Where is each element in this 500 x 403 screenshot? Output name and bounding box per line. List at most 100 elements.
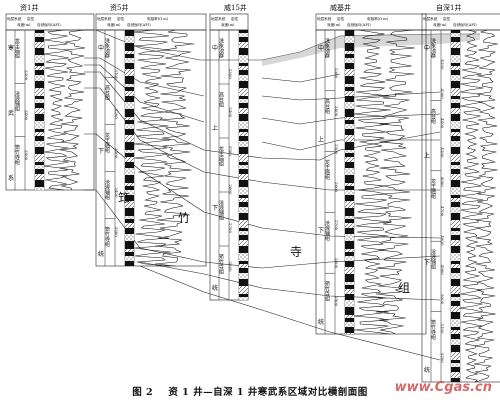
formation-label: 龙王庙组 (14, 37, 20, 58)
column-header: 岩性 (117, 16, 125, 21)
system-label: 中 (318, 44, 324, 52)
column-header: 自然伽马(API) (127, 22, 151, 27)
formation-label: 筇竹寺组 (104, 226, 110, 247)
system-label: 寒 (8, 44, 14, 52)
column-header: 深度(m) (221, 22, 235, 27)
top-gray-band (262, 34, 480, 66)
formation-label: 筇竹寺组 (218, 253, 224, 274)
resistivity-log-curve (473, 29, 498, 383)
depth-label: 3400 (114, 187, 119, 198)
formation-label: 洗象池群 (430, 37, 436, 59)
depth-label: 4200 (440, 59, 445, 70)
column-header: 岩性 (27, 16, 35, 21)
depth-label: 2600 (334, 182, 339, 193)
well-column: 威15井地层系统深度(m)岩性中上下统洗象池群高台组龙王庙组沧浪铺组筇竹寺组23… (209, 3, 249, 301)
formation-label: 筇竹寺组 (324, 281, 330, 302)
system-label: 上 (318, 135, 324, 143)
depth-label: 2900 (334, 296, 339, 307)
depth-label: 3300 (24, 70, 29, 81)
formation-label: 洗象池群 (324, 37, 330, 59)
column-header: 自然伽马(API) (37, 22, 61, 27)
caption-figure-number: 图 2 (132, 387, 154, 398)
well-column: 自深1井地层系统深度(m)岩性自然伽马(API)中上下统洗象池群高台组龙王庙组沧… (421, 3, 500, 383)
system-label: 下 (212, 205, 218, 212)
gamma-log-curve (353, 29, 391, 335)
depth-label: 2800 (228, 261, 233, 272)
formation-label: 高台组 (104, 85, 110, 101)
well-name: 资1井 (20, 3, 38, 12)
system-label: 统 (212, 284, 218, 292)
depth-label: 2300 (334, 68, 339, 79)
depth-label: 5100 (440, 323, 445, 334)
column-header: 电阻率(Ω·m) (367, 16, 389, 21)
formation-label: 高台组 (324, 98, 330, 114)
column-header: 岩性 (231, 16, 239, 21)
cross-label-4: 组 (398, 281, 410, 295)
formation-label: 筇竹寺组 (430, 319, 436, 340)
depth-label: 3400 (24, 110, 29, 121)
cross-label-3: 寺 (290, 245, 302, 259)
column-header: 地层系统 (211, 16, 226, 21)
formation-label: 筇竹寺组 (14, 144, 20, 165)
resistivity-log-curve (375, 29, 415, 335)
formation-label: 洗象池群 (218, 37, 224, 59)
well-column: 威基井地层系统深度(m)岩性自然伽马(API)电阻率(Ω·m)中上下统洗象池群高… (315, 3, 427, 335)
system-label: 统 (318, 318, 324, 326)
depth-label: 2500 (334, 144, 339, 155)
depth-label: 4400 (440, 118, 445, 129)
formation-label: 龙王庙组 (104, 132, 110, 153)
cross-label-2: 竹 (178, 211, 190, 225)
column-header: 电阻率(Ω·m) (147, 16, 169, 21)
depth-label: 5200 (440, 353, 445, 364)
depth-label: 4300 (440, 89, 445, 100)
column-header: 岩性 (337, 16, 345, 21)
depth-label: 3500 (114, 227, 119, 238)
gamma-log-curve (133, 29, 171, 267)
system-label: 下 (318, 228, 324, 235)
depth-label: 4700 (440, 206, 445, 217)
system-label: 武 (8, 109, 14, 117)
depth-label: 2700 (228, 223, 233, 234)
depth-label: 3200 (114, 109, 119, 120)
column-header: 岩性 (443, 16, 451, 21)
depth-label: 4800 (440, 235, 445, 246)
system-label: 中 (98, 44, 104, 52)
system-label: 中 (424, 44, 430, 52)
watermark: www.Cgas.cn (394, 380, 492, 395)
resistivity-log-curve (154, 29, 195, 267)
well-name: 威基井 (330, 3, 351, 12)
system-label: 下 (424, 260, 430, 267)
formation-label: 沧浪铺组 (218, 199, 224, 220)
formation-label: 高台组 (218, 91, 224, 107)
system-label: 上 (212, 124, 218, 132)
depth-label: 2800 (334, 258, 339, 269)
column-header: 深度(m) (107, 22, 121, 27)
figure-caption: 图 2 资 1 井—自深 1 井寒武系区域对比横剖面图 (0, 384, 500, 398)
depth-label: 4600 (440, 177, 445, 188)
formation-label: 沧浪铺组 (324, 220, 330, 241)
formation-label: 沧浪铺组 (430, 249, 436, 270)
well-name: 资5井 (110, 3, 128, 12)
column-header: 地层系统 (423, 16, 438, 21)
well-column: 资1井地层系统深度(m)岩性自然伽马(API)寒武系龙王庙组沧浪铺组筇竹寺组33… (5, 3, 95, 191)
formation-label: 龙王庙组 (218, 145, 224, 166)
formation-label: 沧浪铺组 (104, 179, 110, 200)
column-header: 地层系统 (97, 16, 112, 21)
formation-label: 高台组 (430, 108, 436, 124)
column-header: 深度(m) (327, 22, 341, 27)
depth-label: 2700 (334, 220, 339, 231)
gamma-log-curve (43, 29, 69, 191)
gamma-log-curve (459, 29, 484, 383)
column-header: 地层系统 (7, 16, 22, 21)
column-header: 深度(m) (433, 22, 447, 27)
depth-label: 3500 (24, 150, 29, 161)
formation-label: 龙王庙组 (430, 178, 436, 199)
column-header: 自然伽马(API) (453, 22, 477, 27)
system-label: 系 (8, 174, 14, 182)
system-label: 中 (212, 44, 218, 52)
resistivity-log-curve (58, 29, 86, 191)
depth-label: 3100 (114, 69, 119, 80)
well-column: 资5井地层系统深度(m)岩性自然伽马(API)电阻率(Ω·m)中下统洗象池群高台… (95, 3, 207, 267)
depth-label: 2300 (228, 69, 233, 80)
